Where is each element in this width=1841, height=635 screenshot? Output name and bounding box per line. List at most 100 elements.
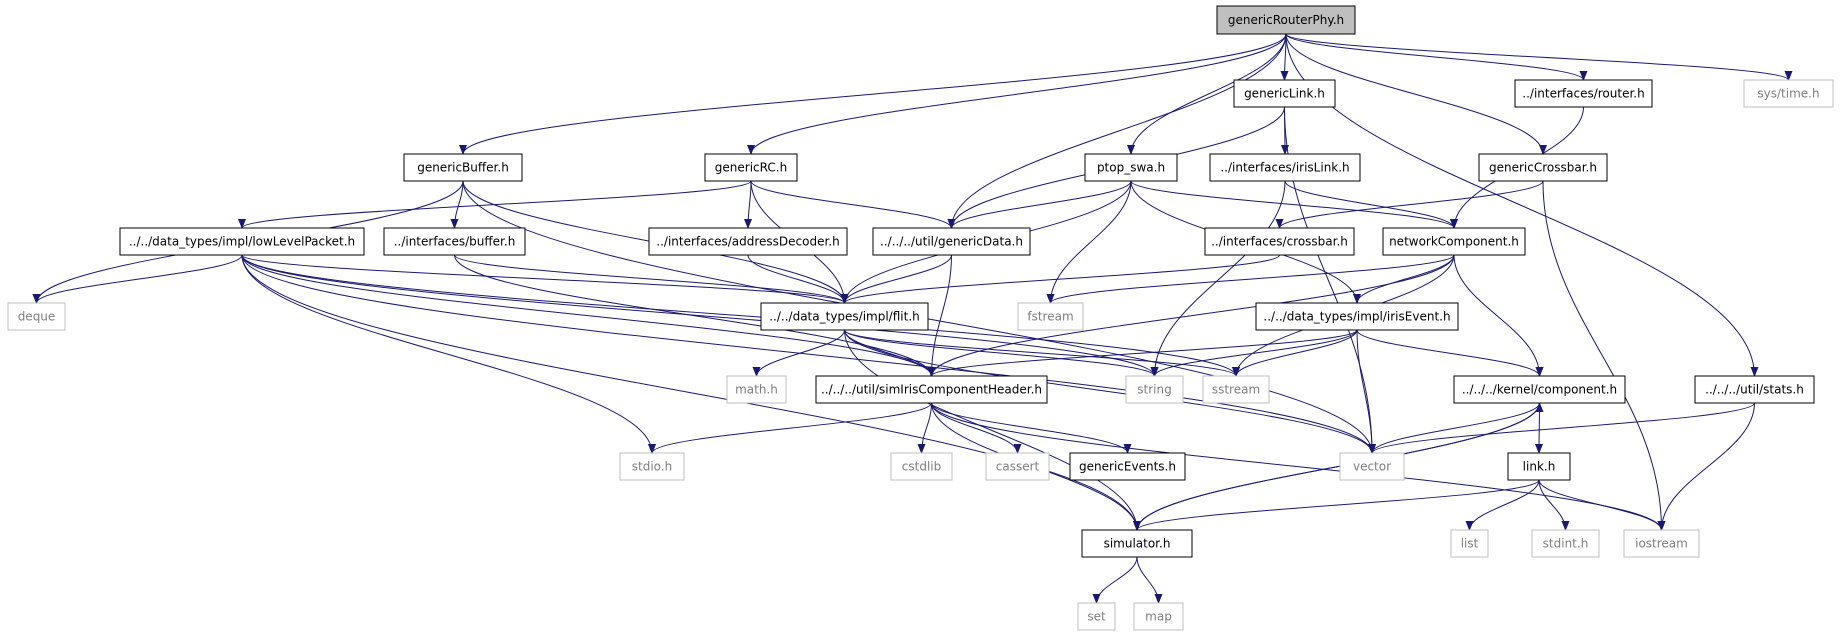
- node-label-map: map: [1145, 610, 1172, 624]
- node-label-root: genericRouterPhy.h: [1228, 13, 1344, 27]
- node-label-fstream: fstream: [1027, 310, 1073, 324]
- node-flit[interactable]: ../../data_types/impl/flit.h: [760, 302, 929, 331]
- node-box-deque: [7, 302, 66, 331]
- node-box-root: [1216, 5, 1356, 35]
- edge-networkComponent-to-irisEvent: [1353, 254, 1455, 304]
- node-ifbuffer[interactable]: ../interfaces/buffer.h: [383, 227, 526, 256]
- node-router[interactable]: ../interfaces/router.h: [1514, 79, 1653, 108]
- node-genericCrossbar[interactable]: genericCrossbar.h: [1478, 153, 1608, 182]
- node-label-stdint: stdint.h: [1543, 537, 1589, 551]
- node-string: string: [1125, 375, 1184, 404]
- edge-ifbuffer-to-flit: [454, 254, 849, 304]
- node-fstream: fstream: [1017, 302, 1084, 331]
- node-box-vector: [1339, 452, 1405, 481]
- edge-networkComponent-to-fstream: [1046, 254, 1455, 304]
- node-label-cassert: cassert: [996, 460, 1040, 474]
- node-label-systime: sys/time.h: [1757, 87, 1819, 101]
- node-label-vector: vector: [1353, 460, 1391, 474]
- edge-lowLevelPacket-to-vector: [241, 254, 1376, 454]
- node-label-genericData: ../../../util/genericData.h: [880, 235, 1023, 249]
- node-map: map: [1133, 602, 1184, 631]
- edge-root-to-genericBuffer: [459, 33, 1287, 155]
- node-genericEvents[interactable]: genericEvents.h: [1069, 452, 1186, 481]
- edge-simIris-to-genericEvents: [931, 402, 1132, 454]
- node-component[interactable]: ../../../kernel/component.h: [1453, 375, 1626, 404]
- edge-ptop_swa-to-networkComponent: [1130, 180, 1458, 229]
- edge-simIris-to-stdio: [648, 402, 932, 454]
- node-label-simIris: ../../../util/simIrisComponentHeader.h: [821, 383, 1042, 397]
- node-label-stats: ../../../util/stats.h: [1705, 383, 1804, 397]
- edge-ifcrossbar-to-flit: [840, 254, 1280, 304]
- node-box-cstdlib: [890, 452, 953, 481]
- edge-root-to-ptop_swa: [1127, 33, 1287, 155]
- node-label-lowLevelPacket: ../../data_types/impl/lowLevelPacket.h: [129, 235, 355, 249]
- node-lowLevelPacket[interactable]: ../../data_types/impl/lowLevelPacket.h: [119, 227, 365, 256]
- edge-irisEvent-to-vector: [1356, 329, 1376, 454]
- node-label-genericRC: genericRC.h: [715, 161, 787, 175]
- node-sstream: sstream: [1202, 375, 1270, 404]
- node-set: set: [1077, 602, 1116, 631]
- node-label-genericCrossbar: genericCrossbar.h: [1489, 161, 1597, 175]
- node-networkComponent[interactable]: networkComponent.h: [1382, 227, 1526, 256]
- node-label-list: list: [1461, 537, 1479, 551]
- edge-flit-to-simulator: [844, 329, 1141, 531]
- edge-component-to-linkh: [1535, 402, 1544, 454]
- node-ptop_swa[interactable]: ptop_swa.h: [1084, 153, 1178, 182]
- edge-genericData-to-simIris: [927, 254, 952, 377]
- edge-stats-to-iostream: [1657, 402, 1755, 531]
- node-label-irisLink: ../interfaces/irisLink.h: [1220, 161, 1349, 175]
- node-simIris[interactable]: ../../../util/simIrisComponentHeader.h: [815, 375, 1048, 404]
- node-label-ptop_swa: ptop_swa.h: [1097, 161, 1165, 175]
- node-cstdlib: cstdlib: [890, 452, 953, 481]
- node-simulator[interactable]: simulator.h: [1081, 529, 1193, 558]
- edge-flit-to-string: [844, 329, 1159, 377]
- edge-flit-to-sstream: [844, 329, 1240, 377]
- node-box-addressDecoder: [648, 227, 848, 256]
- node-box-cassert: [985, 452, 1050, 481]
- edge-addressDecoder-to-flit: [747, 254, 849, 304]
- node-systime: sys/time.h: [1743, 79, 1834, 108]
- edge-lowLevelPacket-to-deque: [32, 254, 243, 304]
- node-root[interactable]: genericRouterPhy.h: [1216, 5, 1356, 35]
- node-stats[interactable]: ../../../util/stats.h: [1694, 375, 1815, 404]
- node-box-string: [1125, 375, 1184, 404]
- node-genericRC[interactable]: genericRC.h: [704, 153, 798, 182]
- edge-irisEvent-to-sstream: [1232, 329, 1358, 377]
- node-ifcrossbar[interactable]: ../interfaces/crossbar.h: [1204, 227, 1355, 256]
- node-box-iostream: [1623, 529, 1700, 558]
- node-label-set: set: [1087, 610, 1106, 624]
- node-irisEvent[interactable]: ../../data_types/impl/irisEvent.h: [1255, 302, 1459, 331]
- node-linkh[interactable]: link.h: [1507, 452, 1571, 481]
- node-genericBuffer[interactable]: genericBuffer.h: [403, 153, 523, 182]
- node-label-string: string: [1137, 383, 1171, 397]
- node-box-list: [1450, 529, 1489, 558]
- node-box-component: [1453, 375, 1626, 404]
- node-addressDecoder[interactable]: ../interfaces/addressDecoder.h: [648, 227, 848, 256]
- edge-genericRC-to-genericData: [750, 180, 956, 229]
- edge-simIris-to-cstdlib: [917, 402, 932, 454]
- node-math: math.h: [726, 375, 787, 404]
- node-cassert: cassert: [985, 452, 1050, 481]
- node-label-linkh: link.h: [1523, 460, 1556, 474]
- edge-root-to-systime: [1285, 33, 1793, 81]
- node-box-stats: [1694, 375, 1815, 404]
- node-box-map: [1133, 602, 1184, 631]
- edge-simIris-to-iostream: [931, 402, 1666, 531]
- node-genericLink[interactable]: genericLink.h: [1233, 79, 1336, 108]
- node-box-ifcrossbar: [1204, 227, 1355, 256]
- node-box-sstream: [1202, 375, 1270, 404]
- node-irisLink[interactable]: ../interfaces/irisLink.h: [1209, 153, 1361, 182]
- node-genericData[interactable]: ../../../util/genericData.h: [872, 227, 1031, 256]
- node-box-genericData: [872, 227, 1031, 256]
- node-label-ifbuffer: ../interfaces/buffer.h: [394, 235, 516, 249]
- node-box-genericCrossbar: [1478, 153, 1608, 182]
- node-label-stdio: stdio.h: [632, 460, 672, 474]
- node-label-genericBuffer: genericBuffer.h: [417, 161, 509, 175]
- node-box-genericLink: [1233, 79, 1336, 108]
- node-box-router: [1514, 79, 1653, 108]
- edge-flit-to-math: [752, 329, 845, 377]
- edge-flit-to-simIris: [844, 329, 936, 377]
- node-label-math: math.h: [735, 383, 778, 397]
- edge-simIris-to-cassert: [931, 402, 1022, 454]
- node-box-linkh: [1507, 452, 1571, 481]
